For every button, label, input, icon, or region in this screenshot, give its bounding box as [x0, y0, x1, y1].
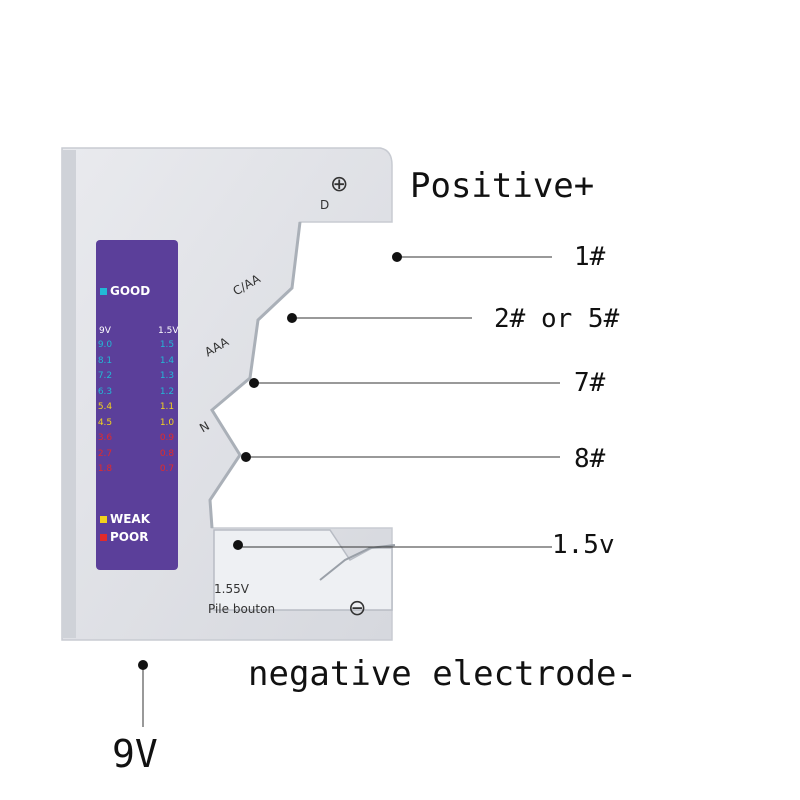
callout-7: 7# [574, 368, 606, 398]
poor-swatch [100, 534, 107, 541]
dot-1 [392, 252, 402, 262]
button-cell-voltage: 1.55V [214, 582, 249, 596]
weak-label: WEAK [110, 512, 151, 526]
good-legend: GOOD [100, 284, 150, 298]
right-scale-header: 1.5V [158, 326, 179, 336]
good-swatch [100, 288, 107, 295]
left-scale-value: 9.0 [97, 340, 113, 350]
lcd-display-panel: GOOD 9V 9.0 8.1 7.2 6.3 5.4 4.5 3.6 2.7 1.8 1.5V… [96, 240, 178, 570]
nine-v-callout: 9V [112, 732, 158, 776]
right-scale-value: 1.1 [159, 402, 175, 412]
right-scale-value: 1.2 [159, 386, 175, 397]
weak-swatch [100, 516, 107, 523]
left-scale-value: 1.8 [97, 464, 113, 474]
d-slot-label: D [320, 198, 330, 212]
left-scale-value: 6.3 [97, 386, 113, 397]
positive-callout: Positive+ [410, 166, 595, 206]
left-scale-value: 3.6 [97, 433, 113, 443]
negative-terminal-icon: ⊖ [348, 596, 367, 621]
left-scale-value: 4.5 [97, 417, 113, 428]
dot-15 [233, 540, 243, 550]
dot-7 [249, 378, 259, 388]
left-scale: 9V 9.0 8.1 7.2 6.3 5.4 4.5 3.6 2.7 1.8 [96, 324, 114, 478]
left-scale-value: 8.1 [97, 355, 113, 366]
right-scale-value: 1.5 [159, 340, 175, 350]
callout-8: 8# [574, 444, 606, 474]
callout-lines [142, 256, 560, 727]
right-scale-value: 0.7 [159, 464, 175, 474]
negative-callout: negative electrode- [248, 654, 637, 694]
left-scale-value: 5.4 [97, 402, 113, 412]
poor-legend: POOR [100, 530, 148, 544]
positive-terminal-icon: ⊕ [330, 172, 349, 197]
left-scale-value: 7.2 [97, 371, 113, 381]
right-scale-value: 0.9 [159, 433, 175, 443]
dot-8 [241, 452, 251, 462]
weak-legend: WEAK [100, 512, 150, 526]
contact-strip [208, 221, 302, 529]
body-edge [62, 150, 76, 638]
good-label: GOOD [110, 284, 151, 298]
right-scale: 1.5V 1.5 1.4 1.3 1.2 1.1 1.0 0.9 0.8 0.7 [158, 324, 179, 478]
left-scale-header: 9V [99, 326, 111, 336]
right-scale-value: 1.0 [159, 417, 175, 428]
right-scale-value: 1.4 [159, 355, 175, 366]
dot-9v [138, 660, 148, 670]
right-scale-value: 0.8 [159, 448, 175, 459]
button-cell-name: Pile bouton [208, 602, 276, 616]
left-scale-value: 2.7 [97, 448, 113, 459]
dot-2 [287, 313, 297, 323]
callout-1: 1# [574, 242, 606, 272]
poor-label: POOR [110, 530, 149, 544]
right-scale-value: 1.3 [159, 371, 175, 381]
button-cell-slot [213, 529, 393, 611]
callout-1-5v: 1.5v [552, 530, 615, 560]
callout-2-or-5: 2# or 5# [494, 304, 620, 334]
